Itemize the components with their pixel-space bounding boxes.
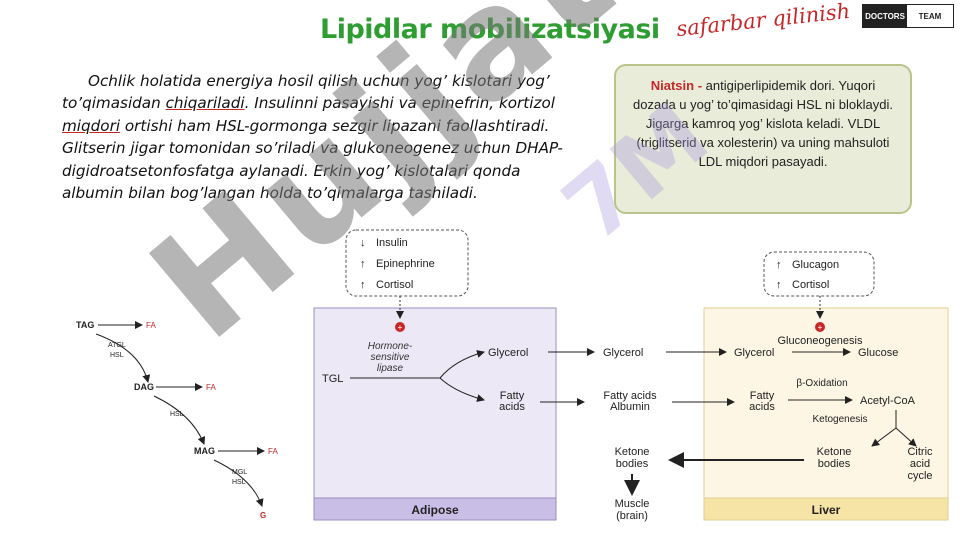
enzyme-hsl: HSL — [232, 479, 246, 486]
niatsin-info-box: Niatsin - antigiperlipidemik dori. Yuqor… — [614, 64, 912, 214]
arrow-up-icon: ↑ — [360, 258, 366, 270]
intro-paragraph: Ochlik holatida energiya hosil qilish uc… — [62, 70, 582, 204]
liver-glycerol: Glycerol — [734, 347, 774, 359]
para-line: . Insulinni pasayishi va epinefrin, — [244, 94, 495, 113]
fa-label: FA — [268, 447, 278, 456]
liver-box — [703, 307, 949, 521]
liver-ketogenesis: Ketogenesis — [812, 414, 867, 425]
enzyme-hsl: HSL — [110, 352, 124, 359]
doctors-team-logo: DOCTORS TEAM — [862, 4, 954, 28]
adipose-glycerol: Glycerol — [488, 347, 528, 359]
hsl-label: Hormone- — [368, 341, 413, 352]
para-line: yog’ to’qimasidan — [62, 72, 550, 113]
para-underlined: chiqariladi — [165, 94, 245, 113]
enzyme-mgl: MGL — [232, 469, 247, 476]
liver-regulators-box — [763, 251, 875, 297]
regulator-cortisol-liver: Cortisol — [792, 279, 829, 291]
liver-fatty: acids — [749, 401, 775, 413]
arrow-up-icon: ↑ — [360, 279, 366, 291]
dag-label: DAG — [134, 382, 154, 392]
blood-brain: (brain) — [616, 510, 648, 522]
adipose-fatty: Fatty — [500, 390, 525, 402]
para-line: ortishi ham HSL-gormonga sezgir lipazani — [124, 116, 441, 135]
liver-acetyl-coa: Acetyl-CoA — [860, 395, 916, 407]
para-line: Ochlik holatida energiya hosil qilish uc… — [88, 72, 513, 90]
adipose-fatty: acids — [499, 401, 525, 413]
plus-liver: + — [818, 323, 823, 332]
adipose-label-bar — [313, 497, 557, 521]
adipose-label: Adipose — [411, 503, 459, 517]
logo-left: DOCTORS — [863, 5, 907, 27]
para-line: to’qimalarga tashiladi. — [306, 184, 478, 203]
liver-label: Liver — [812, 503, 841, 517]
blood-muscle: Muscle — [615, 498, 650, 510]
blood-ketone: bodies — [616, 458, 649, 470]
niatsin-text: antigiperlipidemik dori. Yuqori dozada u… — [633, 78, 893, 169]
liver-glucose: Glucose — [858, 347, 898, 359]
liver-label-bar — [703, 497, 949, 521]
liver-gluconeogenesis: Gluconeogenesis — [777, 335, 863, 347]
stimulation-plus-icon — [395, 322, 405, 332]
blood-albumin: Albumin — [610, 401, 650, 413]
logo-right: TEAM — [918, 11, 942, 21]
fa-label: FA — [206, 383, 216, 392]
liver-ketone: Ketone — [817, 446, 852, 458]
liver-citric: Citric — [907, 446, 933, 458]
page-title: Lipidlar mobilizatsiyasi — [320, 14, 660, 45]
arrow-down-icon: ↓ — [360, 237, 366, 249]
stimulation-plus-icon — [815, 322, 825, 332]
liver-boxidation: β-Oxidation — [796, 378, 847, 389]
para-line: glukoneogenez uchun DHAP-digidroatsetonf… — [62, 139, 563, 180]
hsl-label: sensitive — [371, 352, 410, 363]
enzyme-hsl: HSL — [170, 411, 184, 418]
fa-label: FA — [146, 321, 156, 330]
enzyme-atgl: ATGL — [108, 342, 126, 349]
adipose-box — [313, 307, 557, 521]
plus-adipose: + — [398, 323, 403, 332]
regulator-cortisol: Cortisol — [376, 279, 413, 291]
tgl-label: TGL — [322, 373, 343, 385]
blood-ketone: Ketone — [615, 446, 650, 458]
para-line: faollashtiradi. Glitserin jigar tomonida… — [62, 116, 550, 158]
hsl-label: lipase — [377, 363, 404, 374]
liver-citric: acid — [910, 458, 930, 470]
tag-label: TAG — [76, 320, 94, 330]
regulator-glucagon: Glucagon — [792, 259, 839, 271]
regulator-epinephrine: Epinephrine — [376, 258, 435, 270]
liver-citric: cycle — [907, 470, 932, 482]
liver-ketone: bodies — [818, 458, 851, 470]
arrow-up-icon: ↑ — [776, 279, 782, 291]
arrow-up-icon: ↑ — [776, 259, 782, 271]
blood-glycerol: Glycerol — [603, 347, 643, 359]
para-underlined: miqdori — [62, 116, 121, 135]
blood-fatty: Fatty acids — [603, 390, 657, 402]
niatsin-name: Niatsin - — [650, 78, 703, 93]
mag-label: MAG — [194, 446, 215, 456]
regulator-insulin: Insulin — [376, 237, 408, 249]
para-line: kortizol — [498, 94, 555, 113]
para-line: Erkin yog’ kislotalari qonda albumin bil… — [62, 161, 521, 203]
glycerol-g-label: G — [260, 511, 266, 520]
liver-fatty: Fatty — [750, 390, 775, 402]
adipose-regulators-box — [345, 229, 469, 297]
